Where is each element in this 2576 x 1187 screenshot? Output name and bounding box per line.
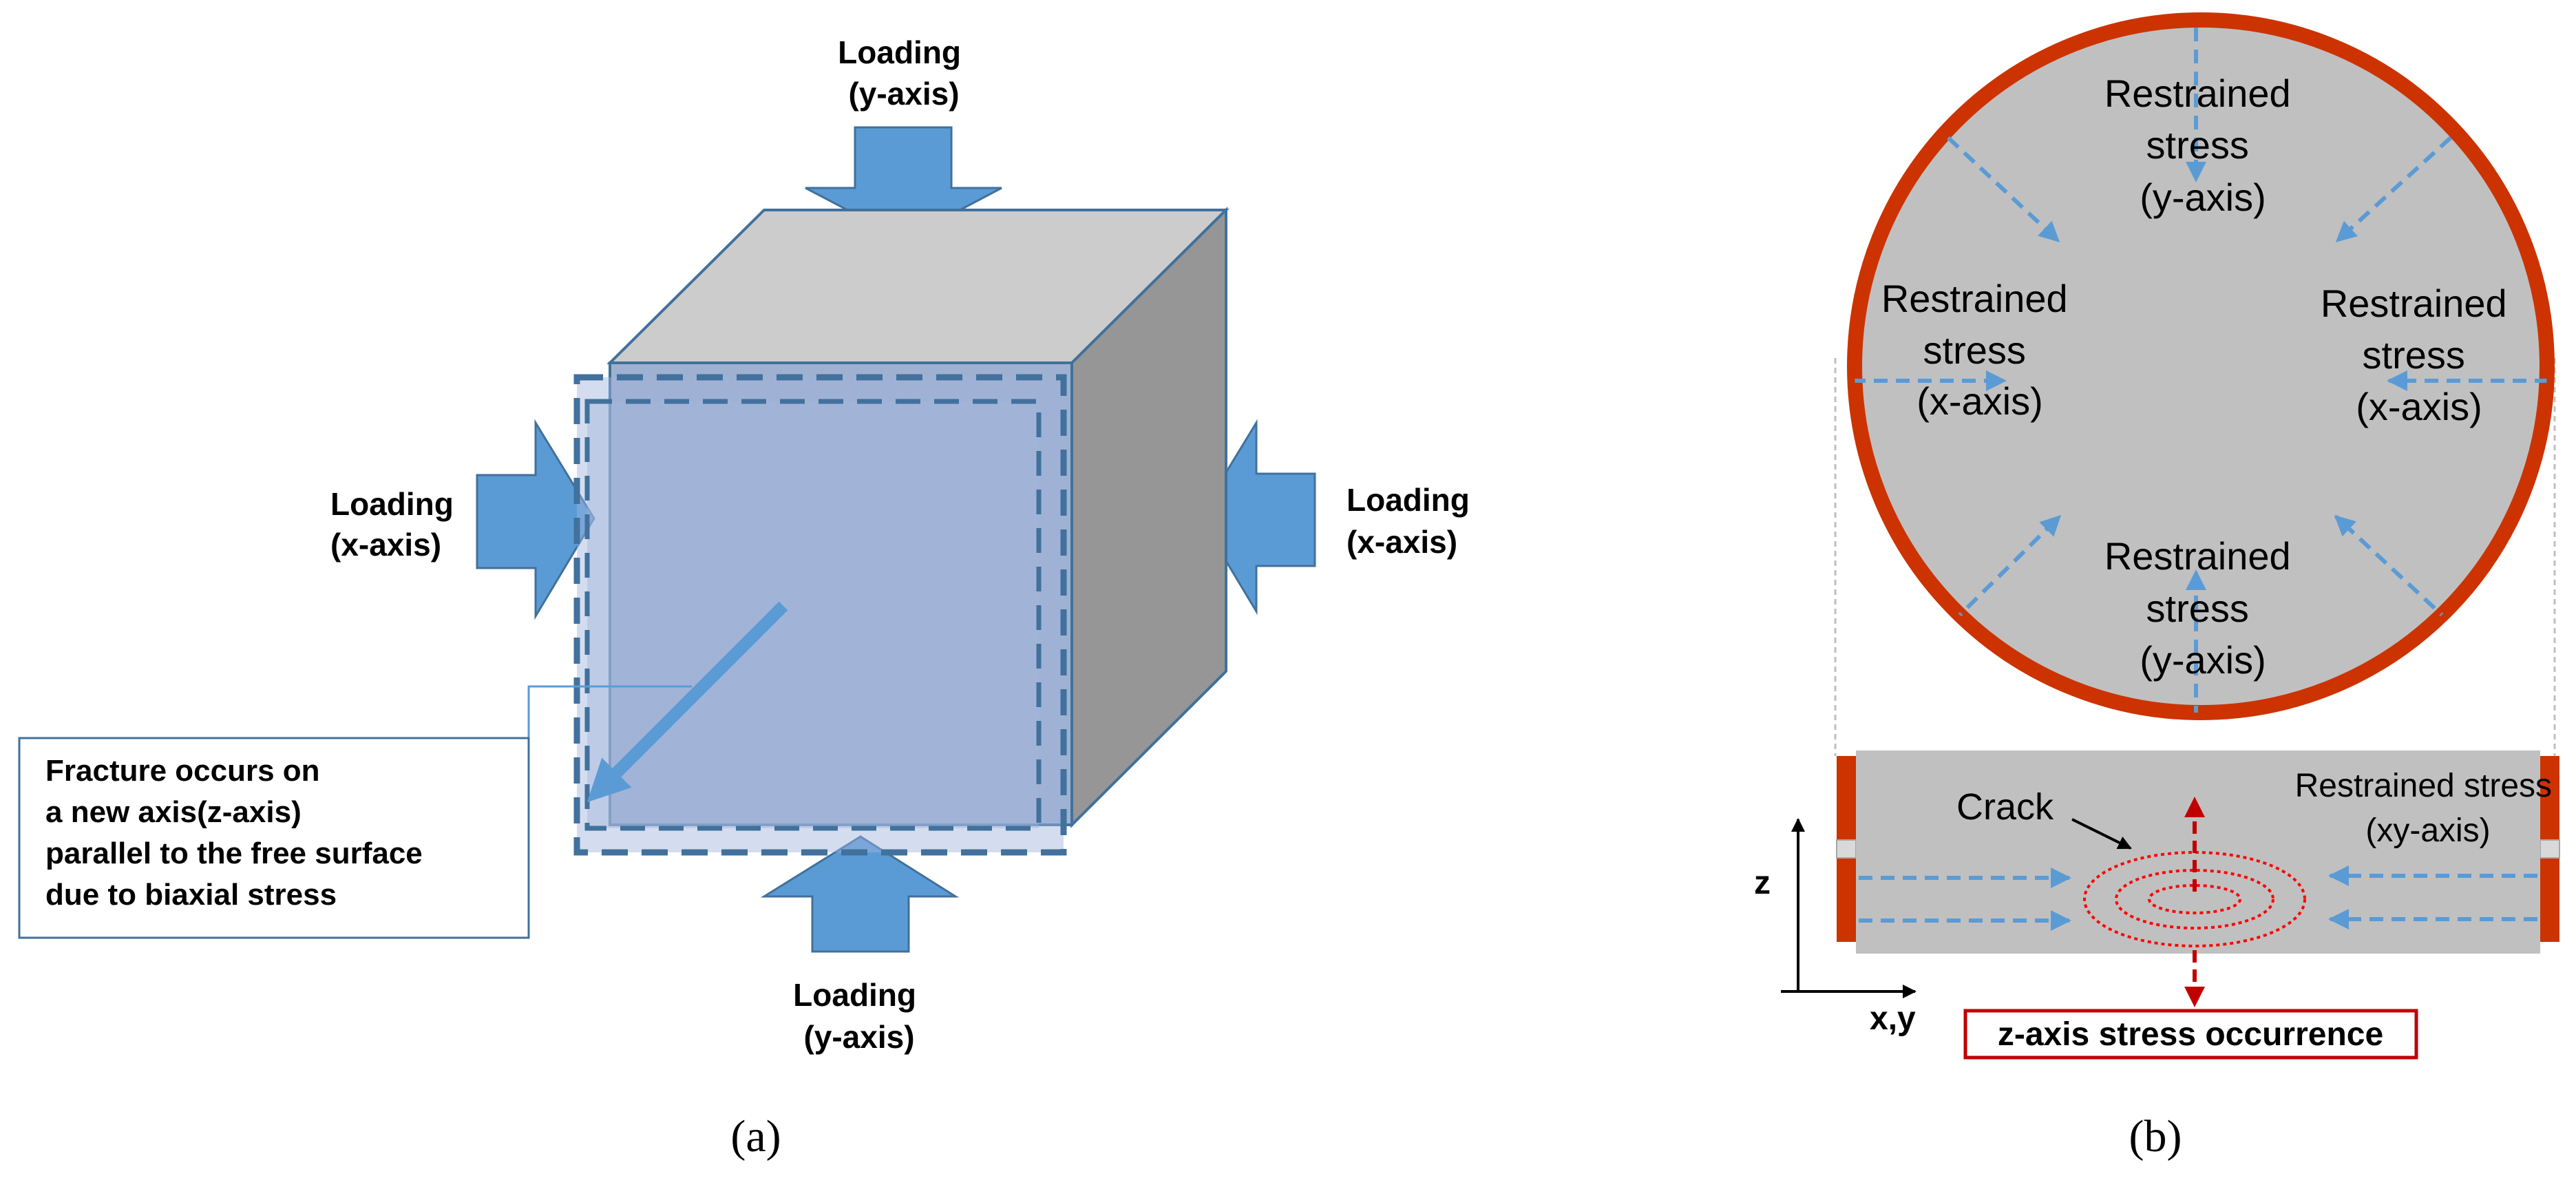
fracture-note-box bbox=[18, 737, 530, 939]
crack-label: Crack bbox=[1956, 786, 2054, 828]
xy-axis-label: x,y bbox=[1870, 1000, 1916, 1037]
caption-a: (a) bbox=[730, 1111, 781, 1162]
callout-leader bbox=[527, 685, 692, 738]
panel-a: Loading (y-axis) Loading (y-axis) Loadin… bbox=[18, 34, 1479, 1162]
disk-arrow-upper-left bbox=[1946, 136, 2060, 243]
disk-label-top: Restrained stress (y-axis) bbox=[2104, 72, 2301, 219]
disk-arrow-lower-left bbox=[1950, 514, 2062, 625]
right-load-arrow bbox=[1198, 419, 1316, 616]
crack-ellipses bbox=[2083, 851, 2306, 947]
crack-ellipse-middle bbox=[2115, 869, 2274, 929]
right-restraint-pin bbox=[2540, 839, 2560, 859]
z-stress-label: z-axis stress occurrence bbox=[1998, 1016, 2383, 1053]
specimen-disk bbox=[1847, 12, 2555, 720]
cube-front-face bbox=[609, 361, 1073, 826]
left-load-arrow bbox=[476, 419, 595, 620]
caption-b: (b) bbox=[2129, 1111, 2182, 1162]
disk-label-right: Restrained stress (x-axis) bbox=[2321, 282, 2517, 428]
xy-stress-label: Restrained stress (xy-axis) bbox=[2295, 768, 2562, 849]
bottom-load-arrow bbox=[760, 835, 960, 953]
left-load-label: Loading (x-axis) bbox=[330, 486, 463, 563]
bottom-load-label: Loading (y-axis) bbox=[793, 977, 925, 1055]
left-restraint-pin bbox=[1836, 839, 1857, 859]
disk-label-left: Restrained stress (x-axis) bbox=[1881, 277, 2078, 423]
panel-b: Restrained stress (y-axis) Restrained st… bbox=[1754, 12, 2562, 1162]
right-load-label: Loading (x-axis) bbox=[1347, 482, 1479, 560]
fracture-plane-inner bbox=[584, 399, 1042, 831]
disk-stress-arrows bbox=[1855, 28, 2547, 713]
disk-label-bottom: Restrained stress (y-axis) bbox=[2104, 534, 2301, 682]
crack-ellipse-inner bbox=[2148, 884, 2241, 914]
crack-ellipse-outer bbox=[2083, 851, 2306, 947]
fracture-note-text: Fracture occurs on a new axis(z-axis) pa… bbox=[45, 754, 431, 912]
section-stress-arrows bbox=[1859, 865, 2537, 931]
z-axis-label: z bbox=[1754, 865, 1771, 901]
z-stress-box bbox=[1963, 1009, 2418, 1060]
disk-arrow-upper-right bbox=[2335, 136, 2453, 243]
top-load-label: Loading (y-axis) bbox=[838, 34, 970, 112]
z-fracture-arrow bbox=[587, 601, 788, 803]
disk-arrow-lower-right bbox=[2334, 514, 2453, 625]
crack-pointer bbox=[2071, 818, 2132, 850]
fracture-plane-outer bbox=[573, 374, 1067, 856]
